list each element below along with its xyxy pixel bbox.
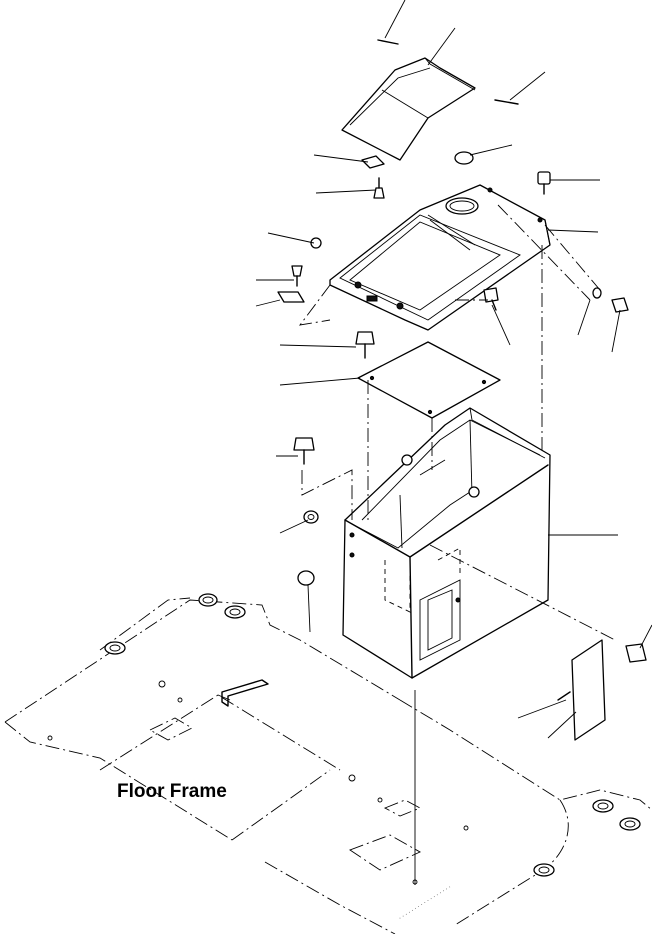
side-panel [557, 639, 606, 741]
floor-frame-label: Floor Frame [117, 781, 227, 802]
floor-edge-text: · · · · · · · · · · · · · · · · · [398, 884, 453, 921]
console-box [342, 407, 551, 679]
top-console-cover [329, 184, 551, 331]
floor-bracket [221, 679, 269, 707]
flat-plate [357, 341, 501, 419]
small-parts [277, 39, 647, 663]
assembly-lines [298, 204, 616, 641]
leader-lines [255, 0, 652, 739]
top-lid [341, 57, 476, 161]
floor-frame-bosses [47, 593, 641, 885]
floor-frame [4, 597, 652, 934]
